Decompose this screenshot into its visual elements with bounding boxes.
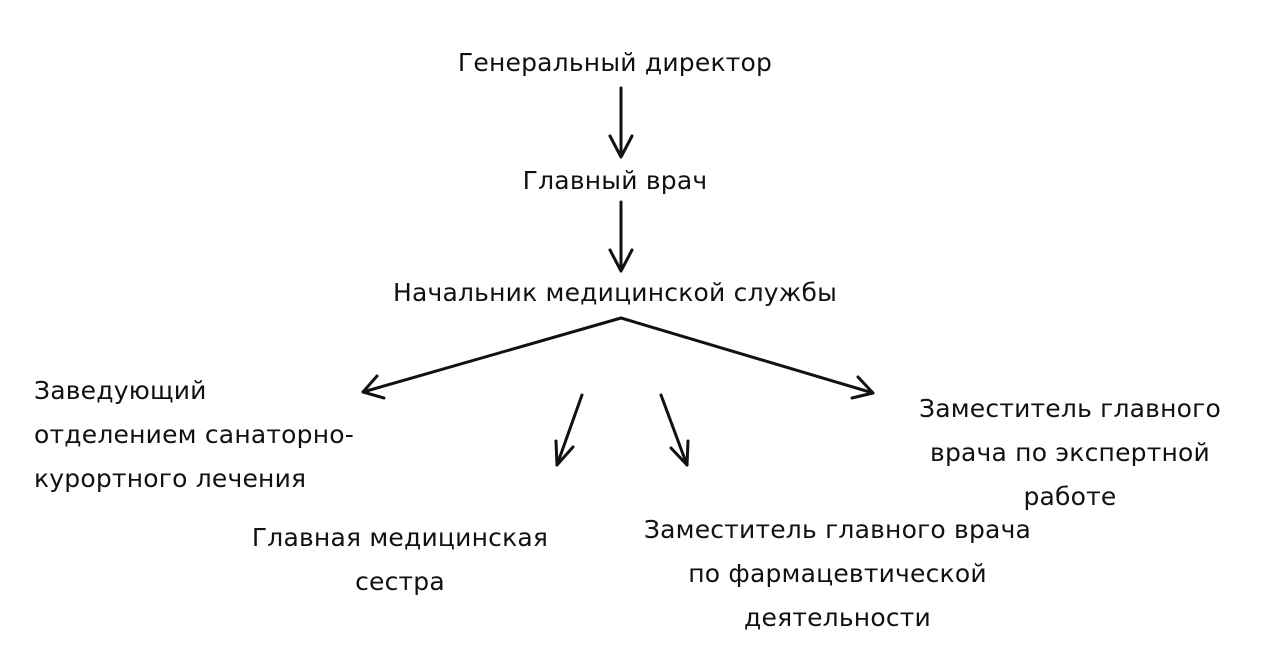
node-expert-deputy: Заместитель главного врача по экспертной р… [895,387,1245,519]
arrow-head-to-expert-deputy [619,316,875,400]
arrow-head-to-sanatorium-department [361,316,623,400]
node-label-line: Главный врач [522,166,708,195]
node-label-line: отделением санаторно- [34,420,354,449]
arrow-director-to-chief-physician [608,86,634,159]
node-label-line: деятельности [744,603,931,632]
node-label-line: работе [1023,482,1117,511]
arrow-chief-physician-to-medical-service-head [608,200,634,273]
node-label-line: Заведующий [34,376,207,405]
node-head-nurse: Главная медицинская сестра [205,516,595,604]
arrow-to-head-nurse [554,393,584,467]
node-sanatorium-department-head: Заведующий отделением санаторно-курортног… [34,369,354,501]
node-pharma-deputy: Заместитель главного врача по фармацевтич… [600,508,1075,640]
node-label-line: врача по экспертной [930,438,1210,467]
node-medical-service-head: Начальник медицинской службы [250,271,980,315]
node-label-line: Заместитель главного врача [643,515,1032,544]
node-label-line: Главная медицинская [251,523,549,552]
node-label-line: по фармацевтической [688,559,987,588]
node-chief-physician: Главный врач [300,159,930,203]
node-general-director: Генеральный директор [300,41,930,85]
node-label-line: Начальник медицинской службы [392,278,838,307]
arrow-to-pharma-deputy [659,393,690,467]
node-label-line: Генеральный директор [457,48,773,77]
node-label-line: Заместитель главного [919,394,1221,423]
node-label-line: курортного лечения [34,464,307,493]
node-label-line: сестра [355,567,445,596]
